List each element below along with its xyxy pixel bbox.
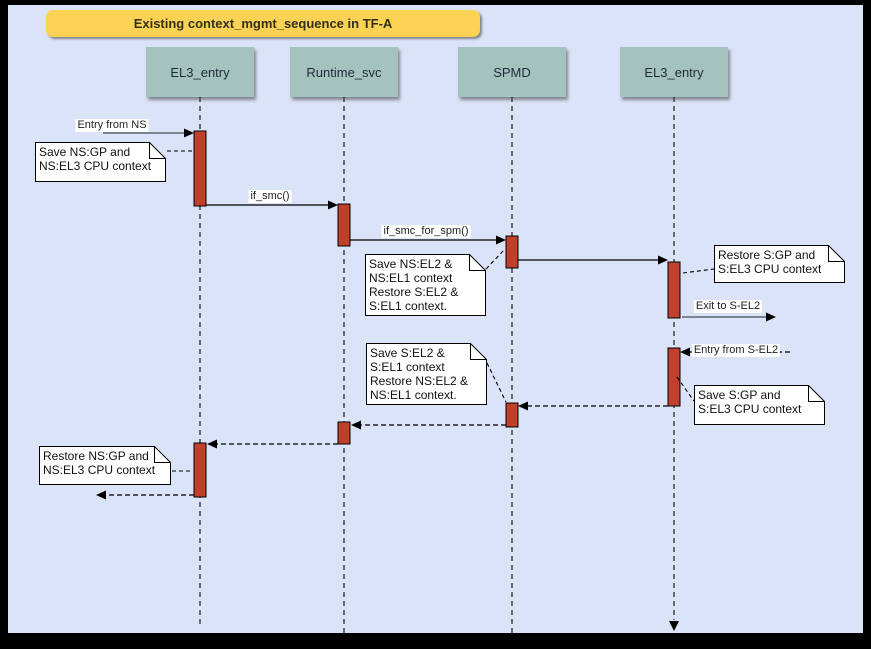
note-shape bbox=[714, 245, 845, 283]
note-save-ns-el2: Save NS:EL2 & NS:EL1 context Restore S:E… bbox=[365, 254, 486, 316]
connector-note-save-s-gp bbox=[676, 376, 695, 402]
note-save-s-gp: Save S:GP and S:EL3 CPU context bbox=[694, 385, 825, 425]
actor-spmd: SPMD bbox=[458, 47, 566, 97]
message-label-entry-from-ns: Entry from NS bbox=[75, 119, 149, 132]
note-text: Save NS:EL2 & NS:EL1 context Restore S:E… bbox=[369, 257, 459, 313]
lifeline-end-arrow-icon bbox=[669, 621, 679, 631]
note-text: Restore NS:GP and NS:EL3 CPU context bbox=[43, 449, 156, 477]
note-save-ns-gp: Save NS:GP and NS:EL3 CPU context bbox=[35, 142, 166, 182]
note-text: Save S:GP and S:EL3 CPU context bbox=[698, 388, 802, 416]
actor-label: EL3_entry bbox=[644, 64, 704, 80]
arrowhead-el3-to-spmd-return-icon bbox=[518, 401, 528, 411]
arrowhead-entry-from-ns-icon bbox=[184, 128, 194, 138]
arrowhead-if-smc-for-spm-icon bbox=[496, 235, 506, 245]
activation-runtime-1 bbox=[337, 203, 351, 247]
message-label-exit-to-s-el2: Exit to S-EL2 bbox=[693, 300, 763, 313]
activation-el3-right-1 bbox=[667, 261, 681, 319]
arrowhead-entry-from-s-el2-icon bbox=[680, 347, 690, 357]
note-save-s-el2: Save S:EL2 & S:EL1 context Restore NS:EL… bbox=[366, 343, 487, 405]
note-restore-ns-gp: Restore NS:GP and NS:EL3 CPU context bbox=[39, 446, 171, 485]
note-shape bbox=[365, 254, 486, 316]
note-shape bbox=[39, 446, 171, 485]
note-text: Save NS:GP and NS:EL3 CPU context bbox=[39, 145, 152, 173]
arrowhead-exit-to-s-el2-icon bbox=[766, 312, 776, 322]
arrowhead-spmd-to-runtime-return-icon bbox=[351, 420, 361, 430]
arrowhead-runtime-to-el3-return-icon bbox=[207, 439, 217, 449]
note-shape bbox=[694, 385, 825, 425]
activation-spmd-2 bbox=[505, 402, 519, 428]
message-label-entry-from-s-el2: Entry from S-EL2 bbox=[691, 344, 781, 357]
message-label-if-smc-for-spm: if_smc_for_spm() bbox=[381, 225, 471, 238]
activation-runtime-2 bbox=[337, 421, 351, 445]
arrowhead-spmd-to-el3-icon bbox=[658, 255, 668, 265]
activation-el3-right-2 bbox=[667, 347, 681, 407]
message-label-if-smc: if_smc() bbox=[248, 190, 292, 203]
connector-note-restore-s-gp bbox=[682, 268, 715, 274]
actor-label: Runtime_svc bbox=[306, 64, 382, 80]
actor-el3-entry-left: EL3_entry bbox=[146, 47, 254, 97]
arrowhead-exit-to-ns-return-icon bbox=[96, 490, 106, 500]
connector-note-save-ns-el2 bbox=[485, 248, 506, 270]
note-text: Save S:EL2 & S:EL1 context Restore NS:EL… bbox=[370, 346, 469, 402]
activation-el3-left-1 bbox=[193, 130, 207, 207]
actor-label: SPMD bbox=[493, 64, 531, 80]
actor-label: EL3_entry bbox=[170, 64, 230, 80]
activation-spmd-1 bbox=[505, 235, 519, 269]
note-text: Restore S:GP and S:EL3 CPU context bbox=[718, 248, 822, 276]
connector-note-save-s-el2 bbox=[486, 362, 507, 403]
actor-runtime-svc: Runtime_svc bbox=[290, 47, 398, 97]
note-shape bbox=[366, 343, 487, 405]
diagram-title: Existing context_mgmt_sequence in TF-A bbox=[46, 10, 480, 37]
diagram-background bbox=[8, 5, 863, 633]
note-restore-s-gp: Restore S:GP and S:EL3 CPU context bbox=[714, 245, 845, 283]
arrowhead-if-smc-icon bbox=[328, 200, 338, 210]
actor-el3-entry-right: EL3_entry bbox=[620, 47, 728, 97]
activation-el3-left-2 bbox=[193, 442, 207, 498]
note-shape bbox=[35, 142, 166, 182]
